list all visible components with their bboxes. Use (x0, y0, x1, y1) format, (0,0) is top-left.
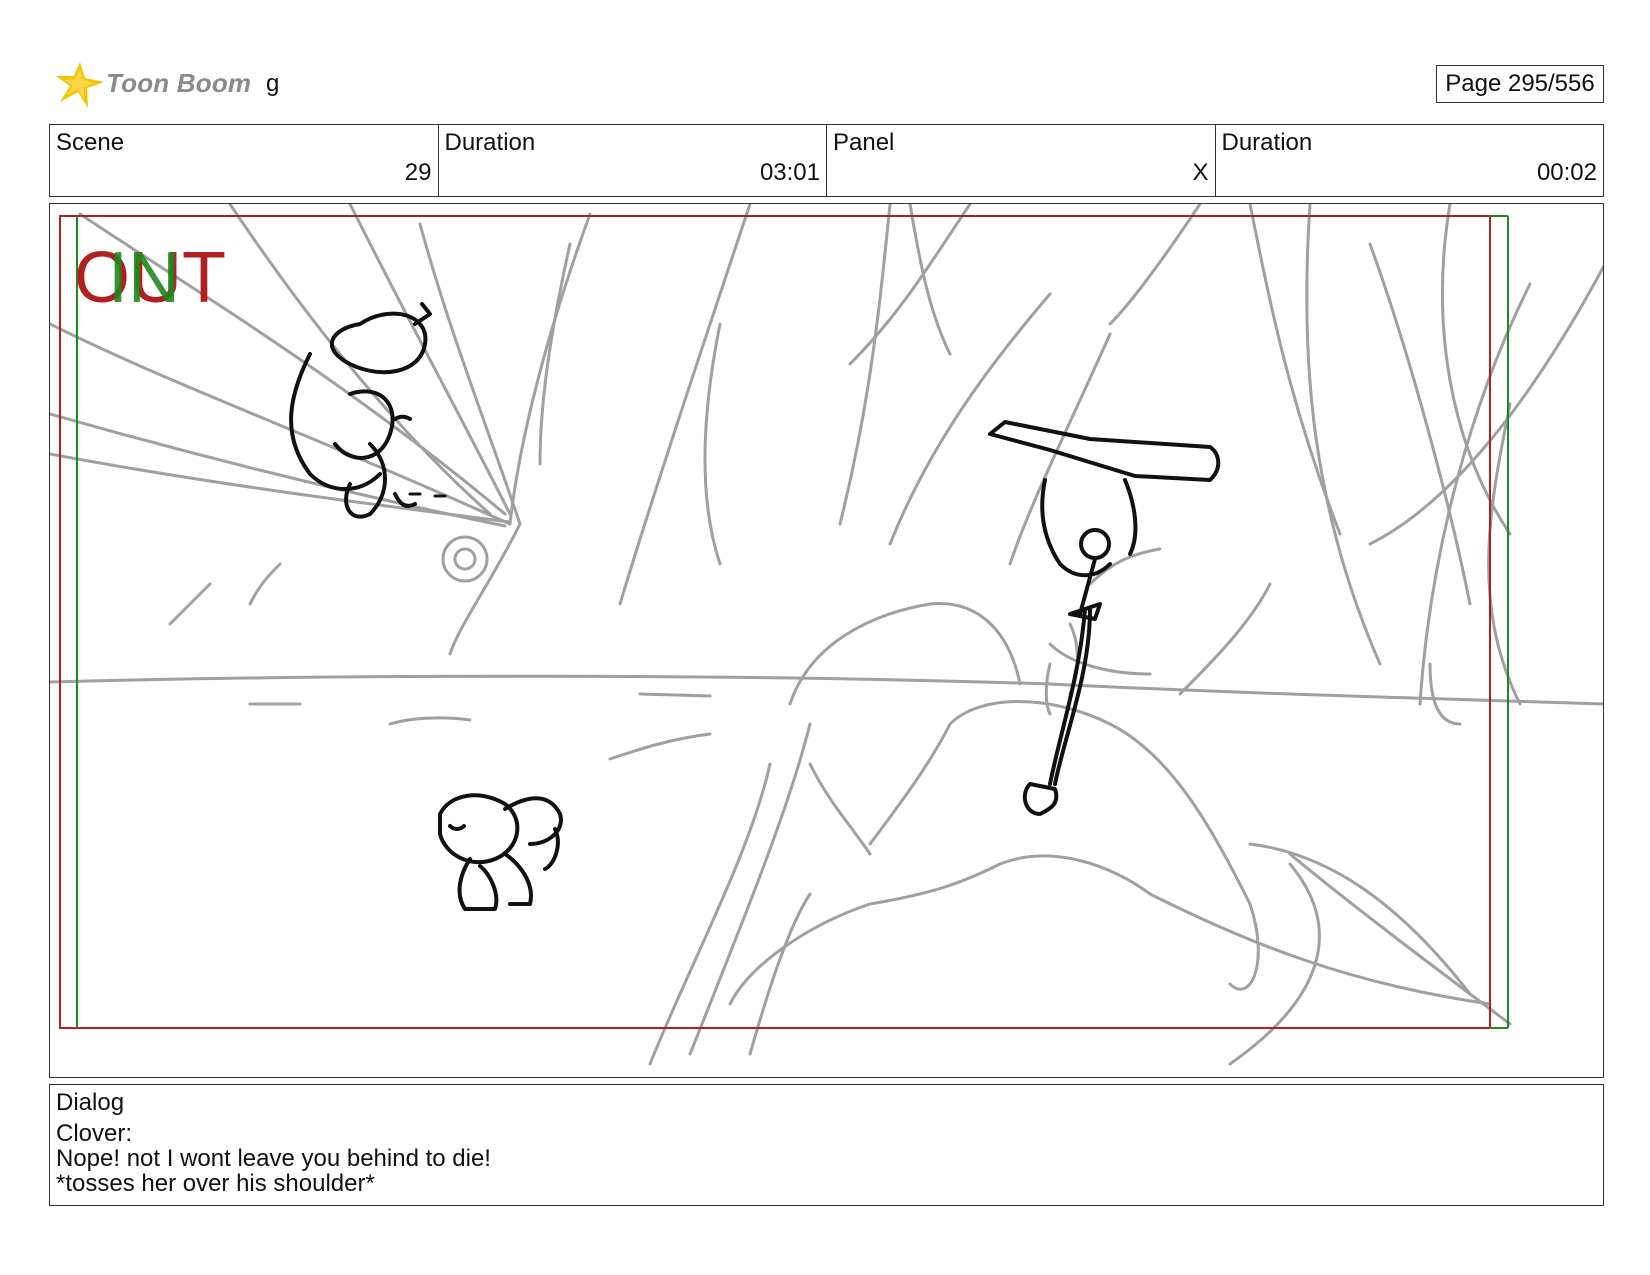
panel-value: X (1192, 159, 1209, 186)
project-name: g (266, 70, 280, 97)
panel-cell: Panel X (827, 125, 1216, 196)
info-strip: Scene 29 Duration 03:01 Panel X Duration… (49, 124, 1604, 197)
logo-text: Toon Boom (106, 68, 252, 98)
scene-duration-label: Duration (444, 129, 536, 156)
overlay-out: OUT (74, 238, 226, 318)
overlay-in: IN (108, 238, 180, 318)
panel-duration-value: 00:02 (1536, 159, 1597, 186)
dialog-label: Dialog (56, 1089, 125, 1116)
scene-label: Scene (56, 129, 125, 156)
dialog-line: Clover: (56, 1120, 133, 1147)
starburst-icon (56, 62, 104, 108)
dialog-lines: Clover: Nope! not I wont leave you behin… (56, 1121, 491, 1196)
background-sketch (50, 204, 1603, 1066)
dialog-line: Nope! not I wont leave you behind to die… (56, 1145, 491, 1172)
safe-frame (59, 215, 1491, 1029)
page-indicator: Page 295/556 (1436, 65, 1604, 103)
panel-label: Panel (833, 129, 895, 156)
storyboard-panel: OUT IN (49, 203, 1604, 1078)
scene-value: 29 (404, 159, 432, 186)
toon-boom-logo: Toon Boom (54, 58, 254, 112)
scene-duration-value: 03:01 (759, 159, 820, 186)
character-ink (289, 302, 1221, 911)
panel-sketch: OUT IN (50, 204, 1603, 1066)
scene-duration-cell: Duration 03:01 (439, 125, 827, 196)
character-crouching (438, 793, 520, 865)
dialog-line: *tosses her over his shoulder* (56, 1170, 375, 1197)
dialog-box: Dialog Clover: Nope! not I wont leave yo… (49, 1084, 1604, 1206)
panel-duration-cell: Duration 00:02 (1216, 125, 1604, 196)
scene-cell: Scene 29 (50, 125, 439, 196)
character-upper-left (329, 311, 428, 375)
character-hanging (988, 420, 1221, 482)
panel-duration-label: Duration (1221, 129, 1313, 156)
